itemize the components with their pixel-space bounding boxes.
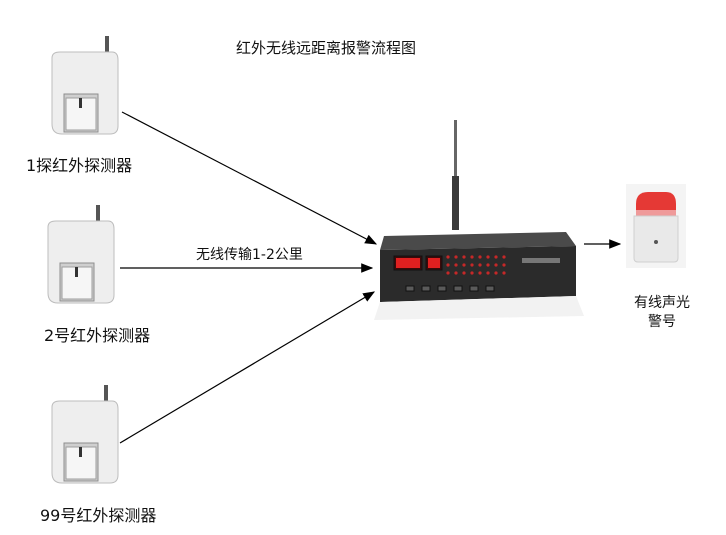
pir-detector-icon — [51, 36, 119, 135]
arrow-detector99-to-host — [119, 291, 376, 444]
strobe-siren-icon — [626, 184, 686, 268]
pir-detector-icon — [51, 385, 119, 484]
wireless-link-label: 无线传输1-2公里 — [196, 247, 303, 263]
siren-label: 有线声光警号 — [634, 295, 690, 330]
arrow-detector1-to-host — [121, 111, 378, 245]
detector-99-label: 99号红外探测器 — [40, 506, 157, 525]
diagram-title: 红外无线远距离报警流程图 — [236, 39, 417, 57]
pir-detector-icon — [47, 205, 115, 304]
detector-2-label: 2号红外探测器 — [44, 326, 151, 345]
alarm-host-icon — [374, 120, 584, 320]
antenna-icon — [452, 120, 459, 230]
detector-1-label: 1探红外探测器 — [26, 156, 133, 175]
